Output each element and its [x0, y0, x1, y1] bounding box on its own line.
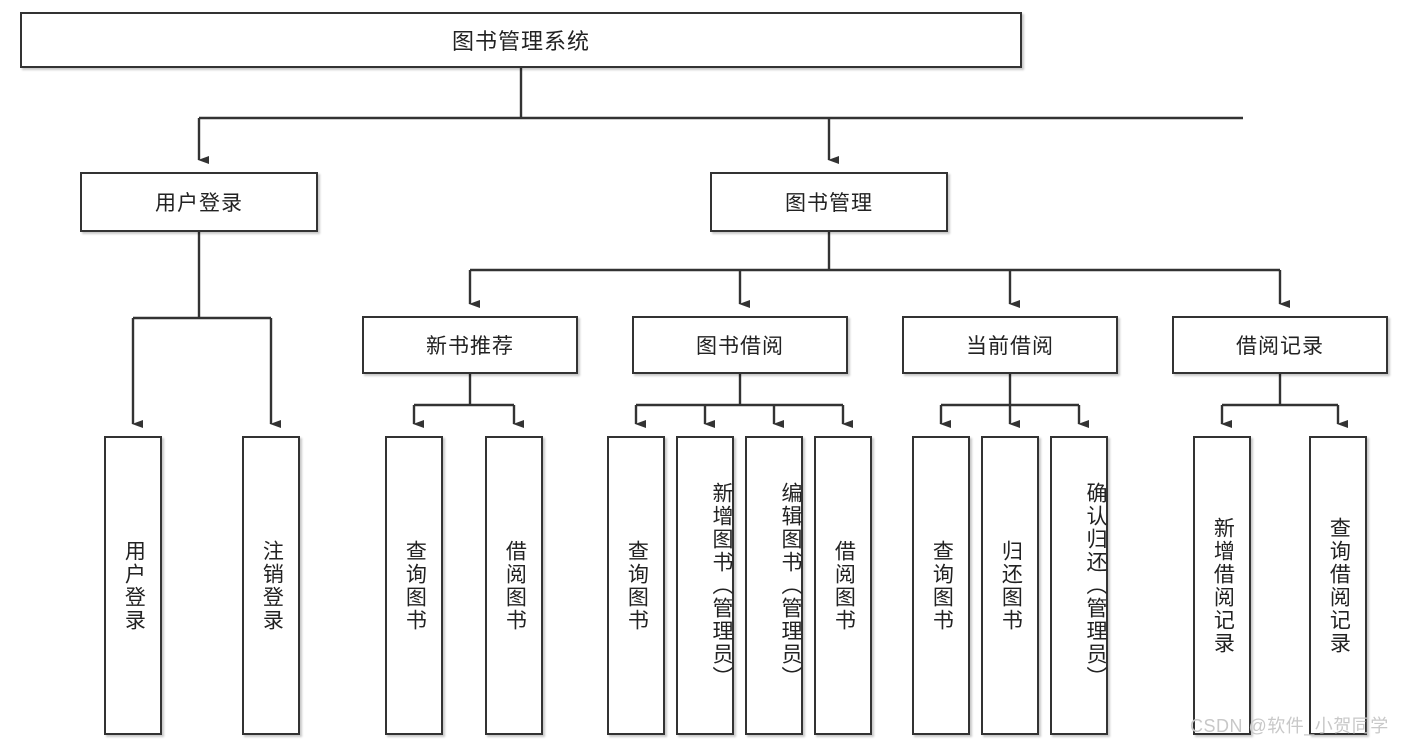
node-label: 注销登录 — [260, 539, 284, 632]
node-leaf-borrow-book-recommend[interactable]: 借阅图书 — [485, 436, 543, 735]
node-label: 查询图书 — [403, 539, 427, 632]
node-label: 新书推荐 — [426, 335, 514, 358]
node-label: 确认归还（管理员） — [1084, 482, 1107, 689]
node-label: 图书管理系统 — [451, 29, 590, 54]
node-leaf-query-borrow-record[interactable]: 查询借阅记录 — [1309, 436, 1367, 735]
node-leaf-user-login[interactable]: 用户登录 — [104, 436, 162, 735]
node-leaf-add-book-admin[interactable]: 新增图书（管理员） — [676, 436, 734, 735]
node-user-login[interactable]: 用户登录 — [80, 172, 318, 232]
node-label: 借阅图书 — [832, 539, 856, 632]
node-book-management[interactable]: 图书管理 — [710, 172, 948, 232]
node-leaf-query-book-current[interactable]: 查询图书 — [912, 436, 970, 735]
node-label: 新增借阅记录 — [1211, 516, 1235, 655]
node-leaf-edit-book-admin[interactable]: 编辑图书（管理员） — [745, 436, 803, 735]
node-label: 当前借阅 — [966, 335, 1054, 358]
node-label: 查询图书 — [930, 539, 954, 632]
node-borrow-record[interactable]: 借阅记录 — [1172, 316, 1388, 374]
node-new-book-recommend[interactable]: 新书推荐 — [362, 316, 578, 374]
node-leaf-query-book-recommend[interactable]: 查询图书 — [385, 436, 443, 735]
node-leaf-borrow-book[interactable]: 借阅图书 — [814, 436, 872, 735]
node-current-borrow[interactable]: 当前借阅 — [902, 316, 1118, 374]
node-leaf-add-borrow-record[interactable]: 新增借阅记录 — [1193, 436, 1251, 735]
node-label: 图书管理 — [785, 192, 873, 215]
node-label: 用户登录 — [155, 192, 243, 215]
node-label: 借阅记录 — [1236, 335, 1324, 358]
node-label: 借阅图书 — [503, 539, 527, 632]
node-leaf-confirm-return-admin[interactable]: 确认归还（管理员） — [1050, 436, 1108, 735]
node-leaf-logout[interactable]: 注销登录 — [242, 436, 300, 735]
node-label: 图书借阅 — [696, 335, 784, 358]
node-book-management-system[interactable]: 图书管理系统 — [20, 12, 1022, 68]
csdn-watermark: CSDN @软件_小贺同学 — [1190, 716, 1389, 736]
node-label: 新增图书（管理员） — [710, 482, 733, 689]
node-label: 用户登录 — [122, 539, 146, 632]
node-label: 归还图书 — [999, 539, 1023, 632]
node-leaf-query-book-borrow[interactable]: 查询图书 — [607, 436, 665, 735]
node-book-borrow[interactable]: 图书借阅 — [632, 316, 848, 374]
node-label: 编辑图书（管理员） — [779, 482, 802, 689]
node-label: 查询图书 — [625, 539, 649, 632]
node-label: 查询借阅记录 — [1327, 516, 1351, 655]
node-leaf-return-book[interactable]: 归还图书 — [981, 436, 1039, 735]
